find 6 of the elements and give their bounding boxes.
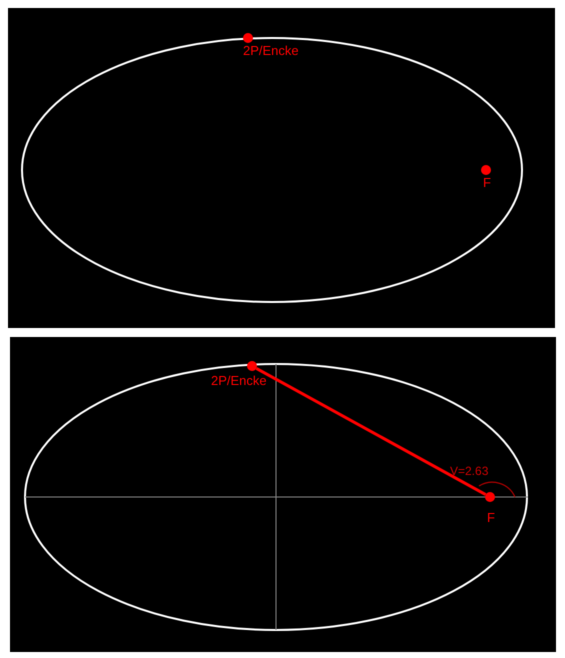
point-label: F: [483, 175, 491, 191]
point-label: 2P/Encke: [243, 43, 299, 59]
point-label: F: [487, 510, 495, 526]
angle-label: V=2.63: [450, 463, 488, 479]
point-label: 2P/Encke: [211, 373, 267, 389]
connector-line: [256, 367, 486, 496]
